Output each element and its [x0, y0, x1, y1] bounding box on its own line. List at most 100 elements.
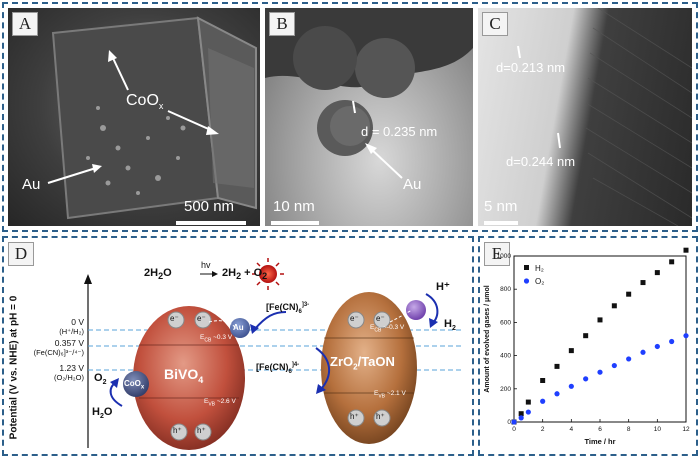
y-tick-label: 600 — [500, 319, 511, 326]
hole-3: h⁺ — [350, 412, 359, 421]
legend-label: O₂ — [535, 277, 544, 286]
h2-data-point — [669, 259, 675, 265]
h2-data-point — [626, 291, 632, 297]
h2-data-point — [525, 399, 531, 405]
top-figure-frame — [2, 2, 698, 232]
tem-particle-drawing — [265, 8, 473, 179]
h2-data-point — [554, 363, 560, 369]
au-cocatalyst-label: Au — [233, 323, 244, 332]
level-0v: 0 V(H⁺/H₂) — [59, 317, 84, 337]
hole-1: h⁺ — [173, 426, 182, 435]
x-tick-label: 10 — [654, 426, 662, 433]
h2-data-point — [518, 411, 524, 417]
h2o-label: H2O — [92, 406, 113, 421]
panel-a-label: A — [12, 12, 38, 36]
zro2-ecb: ECB ~-0.3 V — [370, 324, 405, 334]
lattice-spacing-label: d = 0.235 nm — [361, 124, 438, 139]
o2-data-point — [626, 356, 632, 362]
x-tick-label: 0 — [512, 426, 516, 433]
o2-data-point — [611, 362, 617, 369]
h2-data-point — [583, 333, 589, 339]
x-axis-label: Time / hr — [584, 437, 615, 446]
panel-c-hrtem-image: C d=0.213 nm d=0.244 nm 5 nm — [478, 8, 692, 226]
y-tick-label: 800 — [500, 286, 511, 293]
au-label: Au — [22, 176, 41, 193]
coox-label: CoOx — [126, 92, 164, 112]
legend-o2-marker — [523, 278, 530, 284]
scale-bar-label: 500 nm — [184, 198, 235, 215]
h2-data-point — [597, 317, 603, 323]
x-tick-label: 4 — [570, 426, 574, 433]
y-tick-label: 400 — [500, 353, 511, 360]
panel-e-frame — [478, 236, 698, 456]
h2-data-point — [683, 247, 689, 253]
y-axis-label: Amount of evolved gases / μmol — [484, 285, 491, 392]
o2-data-point — [568, 383, 574, 389]
hydrogen-label: H2 — [444, 318, 456, 333]
legend-h2-marker — [524, 265, 529, 270]
h2-data-point — [640, 280, 646, 286]
zro2-taon-label: ZrO2/TaON — [330, 354, 395, 372]
panel-d-zscheme-diagram: D 2H2O hv 2H2 + O2 Potential (V vs. NHE)… — [4, 238, 472, 454]
scale-bar — [484, 221, 518, 225]
x-tick-label: 2 — [541, 426, 545, 433]
o2-data-point — [669, 338, 675, 345]
lattice-spacing-label-1: d=0.213 nm — [496, 60, 566, 75]
electron-1: e⁻ — [170, 314, 179, 323]
x-tick-label: 8 — [627, 426, 631, 433]
hrtem-lattice-drawing — [517, 8, 692, 226]
sem-particle-drawing — [47, 16, 257, 220]
bivo4-ecb: ECB ~0.3 V — [200, 334, 233, 344]
o2-data-point — [554, 391, 560, 397]
panel-d-label: D — [8, 242, 34, 266]
x-tick-label: 6 — [598, 426, 602, 433]
zro2-evb: EVB ~2.1 V — [374, 390, 406, 400]
level-0357v: 0.357 V(Fe(CN)₆]³⁻/⁴⁻) — [33, 338, 84, 358]
o2-label: O2 — [94, 372, 107, 387]
o2-data-point — [683, 333, 689, 339]
y-tick-label: 0 — [507, 419, 511, 426]
panel-c-label: C — [482, 12, 508, 36]
coox-cocatalyst-label: CoOx — [124, 379, 145, 391]
scale-bar-label: 5 nm — [484, 198, 518, 215]
o2-data-point — [654, 343, 660, 350]
bivo4-evb: EVB ~2.6 V — [204, 398, 236, 408]
scale-bar — [271, 221, 319, 225]
panel-b-tem-image: B d = 0.235 nm Au 10 nm — [265, 8, 473, 226]
electron-2: e⁻ — [197, 314, 206, 323]
o2-data-point — [525, 409, 531, 415]
electron-4: e⁻ — [376, 314, 385, 323]
h2-data-point — [540, 378, 546, 383]
ferrocyanide-label: [Fe(CN)6]4- — [256, 362, 300, 375]
o2-data-point — [511, 419, 517, 425]
au-label: Au — [403, 176, 422, 193]
zscheme-drawing — [84, 258, 464, 450]
overall-reaction: 2H2O — [144, 267, 172, 282]
panel-e-label: E — [484, 242, 510, 266]
lattice-spacing-label-2: d=0.244 nm — [506, 154, 576, 169]
y-tick-label: 200 — [500, 386, 511, 393]
level-123v: 1.23 V(O₂/H₂O) — [54, 363, 84, 383]
o2-data-point — [640, 349, 646, 355]
h2-data-point — [568, 348, 574, 354]
reaction-products: 2H2 + O2 — [222, 267, 268, 282]
o2-data-point — [583, 376, 589, 382]
photon-label: hv — [201, 260, 211, 270]
y-tick-label: 1000 — [497, 253, 512, 260]
hole-4: h⁺ — [376, 412, 385, 421]
o2-data-point — [518, 415, 524, 421]
y-axis-label: Potential (V vs. NHE) at pH = 0 — [8, 295, 20, 440]
electron-3: e⁻ — [350, 314, 359, 323]
legend-label: H₂ — [535, 264, 544, 273]
hole-2: h⁺ — [197, 426, 206, 435]
panel-a-sem-image: A CoOx Au 500 nm — [8, 8, 260, 226]
scale-bar-label: 10 nm — [273, 198, 315, 215]
h2-data-point — [654, 270, 660, 276]
o2-data-point — [597, 369, 603, 375]
scale-bar — [176, 221, 246, 225]
x-tick-label: 12 — [682, 426, 690, 433]
panel-d-frame — [2, 236, 474, 456]
h2-data-point — [611, 303, 617, 309]
